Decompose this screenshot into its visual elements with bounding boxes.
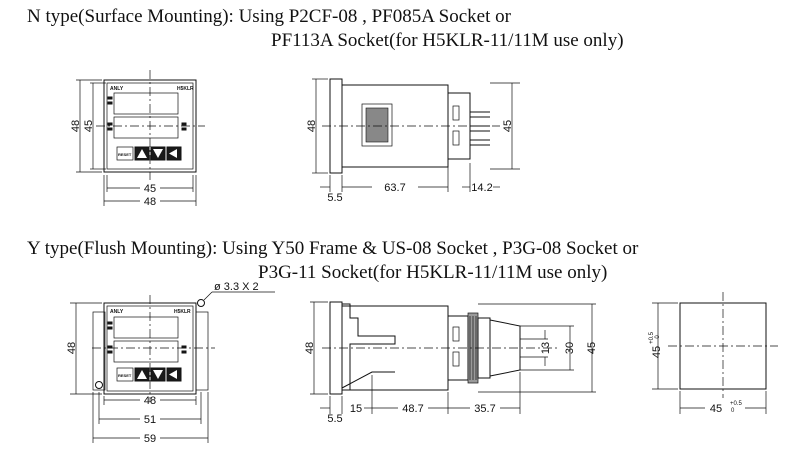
n-side-body-dim: 63.7 bbox=[384, 182, 405, 194]
y-front-w51-dim: 51 bbox=[144, 414, 156, 426]
n-side-socket-dim: 14.2 bbox=[471, 182, 492, 194]
y-hole-note: ø 3.3 X 2 bbox=[214, 281, 259, 293]
n-side-bezel-dim: 5.5 bbox=[327, 192, 342, 204]
cutout-width-dim: 45 bbox=[710, 403, 722, 415]
y-side-seg2-dim: 48.7 bbox=[402, 403, 423, 415]
cutout-height-tol-minus: 0 bbox=[655, 335, 661, 339]
y-side-height-dim: 48 bbox=[304, 342, 316, 354]
y-front-reset-label: RESET bbox=[118, 373, 132, 378]
y-type-heading-line1: Y type(Flush Mounting): Using Y50 Frame … bbox=[27, 238, 639, 259]
n-front-reset-label: RESET bbox=[118, 152, 132, 157]
y-side-seg1-dim: 15 bbox=[350, 403, 362, 415]
y-front-brand: ANLY bbox=[110, 309, 124, 315]
n-front-outer-width-dim: 48 bbox=[144, 196, 156, 208]
n-front-model: H5KLR bbox=[177, 86, 194, 92]
n-type-heading-line2: PF113A Socket(for H5KLR-11/11M use only) bbox=[271, 30, 624, 51]
y-front-height-dim: 48 bbox=[66, 342, 78, 354]
y-front-w48-dim: 48 bbox=[144, 395, 156, 407]
y-side-d45-dim: 45 bbox=[586, 342, 598, 354]
panel-cutout-view: 45 +0.5 0 45 +0.5 0 bbox=[649, 292, 778, 415]
y-side-seg3-dim: 35.7 bbox=[474, 403, 495, 415]
n-side-height-dim: 48 bbox=[306, 120, 318, 132]
y-side-d13-dim: 13 bbox=[540, 342, 552, 354]
n-front-width-dim: 45 bbox=[144, 183, 156, 195]
cutout-height-dim: 45 bbox=[651, 346, 663, 358]
n-side-view: 48 45 63.7 14.2 5.5 bbox=[306, 78, 520, 204]
y-front-view: ANLY H5KLR RESET ø 3.3 X 2 48 bbox=[66, 281, 275, 445]
n-front-inner-height-dim: 45 bbox=[83, 120, 95, 132]
cutout-height-tol-plus: +0.5 bbox=[649, 331, 655, 344]
y-front-model: H5KLR bbox=[174, 309, 191, 315]
y-side-view: 13 30 45 48 15 48.7 35.7 5.5 bbox=[304, 301, 598, 425]
y-type-heading-line2: P3G-11 Socket(for H5KLR-11/11M use only) bbox=[258, 262, 608, 283]
n-front-height-dim: 48 bbox=[70, 120, 82, 132]
y-side-d30-dim: 30 bbox=[564, 342, 576, 354]
cutout-width-tol-plus: +0.5 bbox=[730, 401, 743, 407]
y-front-w59-dim: 59 bbox=[144, 433, 156, 445]
n-side-pins-height-dim: 45 bbox=[502, 120, 514, 132]
cutout-width-tol-minus: 0 bbox=[731, 408, 735, 414]
n-type-heading-line1: N type(Surface Mounting): Using P2CF-08 … bbox=[27, 6, 511, 27]
n-front-view: ANLY H5KLR RESET 48 45 45 bbox=[70, 70, 205, 208]
n-front-brand: ANLY bbox=[110, 86, 124, 92]
y-side-bezel-dim: 5.5 bbox=[327, 413, 342, 425]
